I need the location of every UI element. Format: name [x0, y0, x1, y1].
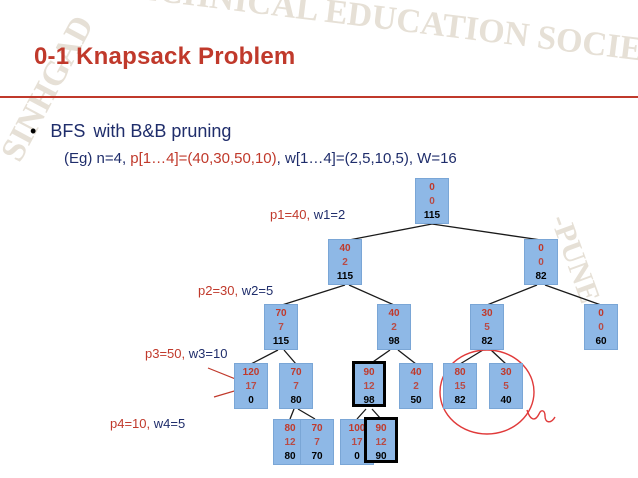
- title-divider: [0, 96, 638, 98]
- example-line: (Eg) n=4, p[1…4]=(40,30,50,10), w[1…4]=(…: [64, 150, 457, 167]
- edge-0-2: [431, 223, 542, 241]
- edge-9-15: [356, 408, 367, 420]
- bullet-term: BFS: [50, 121, 86, 141]
- example-prefix: (Eg) n=4,: [64, 150, 131, 167]
- example-capacity: , W=16: [408, 150, 457, 167]
- item-label-4: p4=10, w4=5: [110, 416, 186, 431]
- bullet-marker: •: [30, 121, 37, 141]
- edge-5-11: [459, 349, 484, 365]
- item-label-1: p1=40, w1=2: [270, 207, 346, 222]
- example-weights: w[1…4]=(2,5,10,5): [285, 150, 409, 167]
- edge-1-4: [348, 284, 395, 306]
- edge-3-7: [250, 349, 279, 365]
- edge-3-8: [283, 349, 297, 365]
- edge-8-14: [297, 408, 316, 420]
- bullet-text: with B&B pruning: [93, 121, 232, 141]
- edge-2-6: [544, 284, 602, 306]
- example-profits: p[1…4]=(40,30,50,10): [130, 150, 277, 167]
- edge-8-13: [289, 408, 295, 420]
- edge-4-10: [397, 349, 417, 365]
- annotation-scribble: [526, 409, 556, 423]
- edge-2-5: [486, 284, 538, 306]
- edge-5-12: [490, 349, 507, 365]
- bullet-line: • BFS with B&B pruning: [30, 121, 231, 142]
- edge-0-1: [348, 223, 433, 241]
- edge-1-3: [281, 284, 346, 306]
- highlight-circle: [439, 349, 535, 435]
- example-comma: ,: [276, 150, 285, 167]
- item-label-2: p2=30, w2=5: [198, 283, 274, 298]
- item-label-3: p3=50, w3=10: [145, 346, 228, 361]
- slide-title: 0-1 Knapsack Problem: [34, 43, 296, 70]
